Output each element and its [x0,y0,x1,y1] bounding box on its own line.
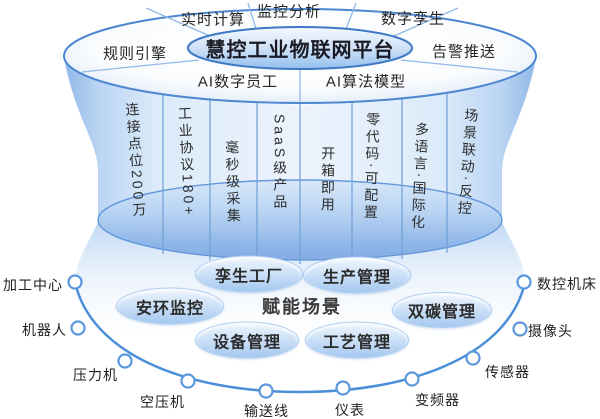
pillar-saas-product: SaaS级产品 [271,113,289,212]
disk-sector-lines [81,2,519,102]
device-node [117,353,133,369]
device-node [516,274,532,290]
device-node [180,373,196,389]
scene-heading: 赋能场景 [262,297,342,317]
pillar-ms-collection: 毫秒级采集 [223,139,243,226]
scene-badge-equipment: 设备管理 [195,321,299,359]
band-label-ai-algorithm-model: AI算法模型 [325,73,407,91]
pillar-zero-code: 零代码·可配置 [362,111,382,222]
device-label-cnc-machine: 数控机床 [537,276,597,292]
device-node [70,320,86,336]
scene-badge-label: 安环监控 [135,300,204,317]
pillar-out-of-box: 开箱即用 [319,145,337,215]
scene-badge-label: 生产管理 [322,269,391,286]
device-node [335,380,351,396]
device-label-camera: 摄像头 [528,323,573,339]
scene-badge-process: 工艺管理 [305,321,409,359]
sector-label-rule-engine: 规则引擎 [102,45,168,63]
device-label-machining-center: 加工中心 [3,277,63,293]
platform-title-ellipse [187,26,413,70]
scene-badge-label: 孪生工厂 [214,268,283,285]
device-label-press: 压力机 [73,367,118,383]
device-label-air-compressor: 空压机 [140,394,185,410]
scene-badge-label: 设备管理 [212,334,281,351]
device-node [258,383,274,399]
device-label-inverter: 变频器 [415,392,460,408]
device-node [404,371,420,387]
device-label-conveyor: 输送线 [244,403,289,419]
scene-badge-twin-factory: 孪生工厂 [195,255,303,293]
scene-badge-production: 生产管理 [303,256,411,294]
sector-label-alert-push: 告警推送 [431,43,497,61]
scene-badge-dual-carbon: 双碳管理 [392,292,492,328]
device-label-instrument: 仪表 [335,402,365,418]
sector-label-realtime-compute: 实时计算 [180,11,246,29]
device-label-sensor: 传感器 [485,364,530,380]
sector-label-digital-twin: 数字孪生 [380,10,446,28]
device-nodes [67,274,532,399]
scene-badge-safety-env: 安环监控 [116,287,224,325]
device-node [465,350,481,366]
sector-label-monitor-analysis: 监控分析 [256,3,322,21]
platform-title: 慧控工业物联网平台 [205,39,395,62]
band-label-ai-digital-worker: AI数字员工 [197,73,279,91]
device-label-robot: 机器人 [22,322,67,338]
device-ring-arc [73,281,527,394]
scene-badge-label: 工艺管理 [322,334,391,351]
funnel-fan [75,222,525,392]
device-node [512,321,528,337]
device-node [67,274,83,290]
pillar-dividers [162,93,448,264]
scene-badge-label: 双碳管理 [407,304,476,321]
